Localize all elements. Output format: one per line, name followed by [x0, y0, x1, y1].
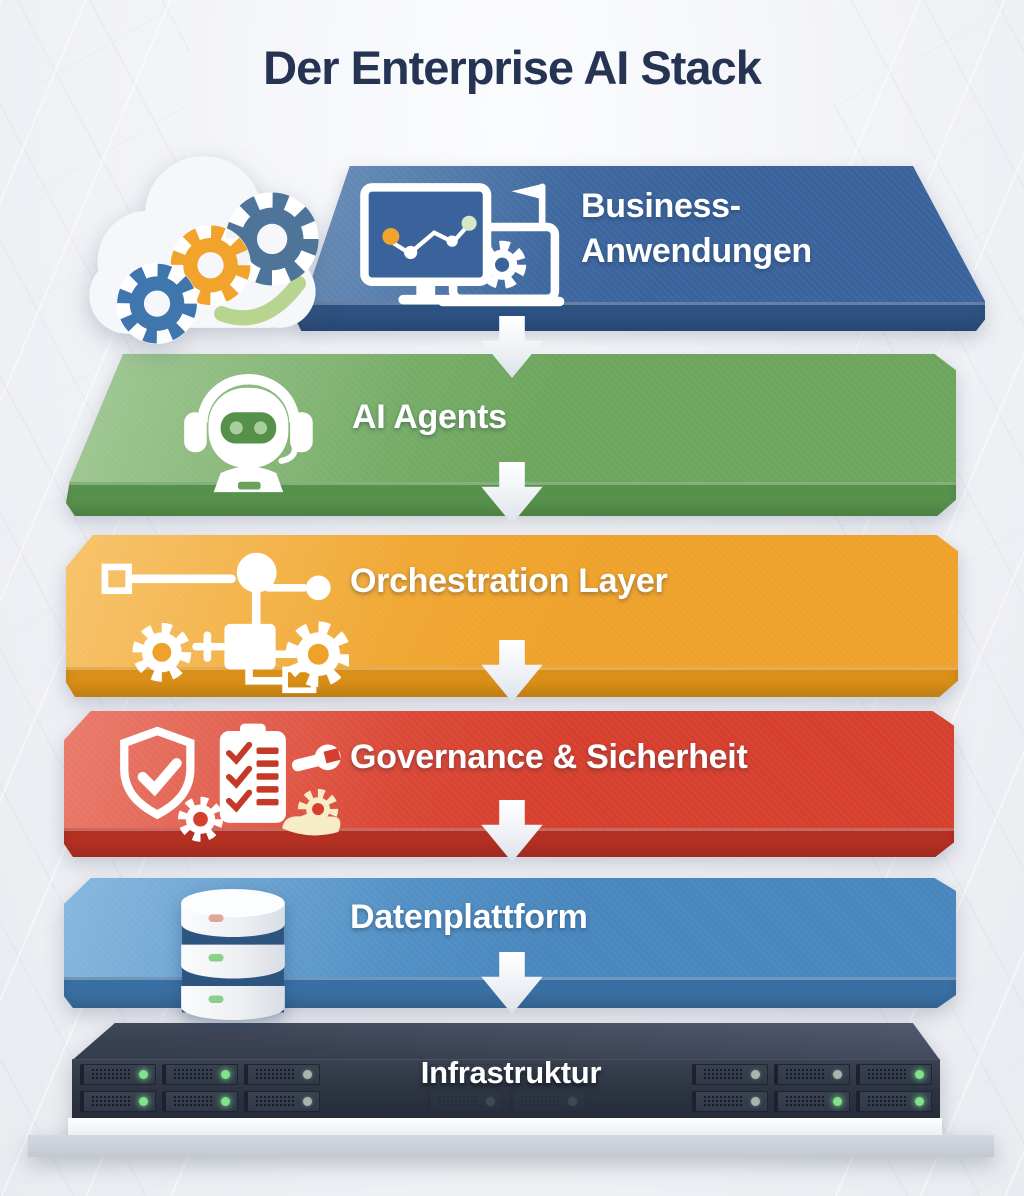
drive-vents	[520, 1095, 560, 1108]
drive-bay-group-ghost	[427, 1064, 585, 1085]
drive-led	[303, 1097, 312, 1106]
server-drive-bay	[509, 1064, 585, 1085]
drive-led	[139, 1097, 148, 1106]
layer-label: Business- Anwendungen	[581, 184, 812, 274]
label-line: Business-	[581, 187, 741, 225]
drive-led	[751, 1070, 760, 1079]
drive-led	[833, 1070, 842, 1079]
layer-label: Orchestration Layer	[350, 562, 668, 600]
drive-led	[486, 1070, 495, 1079]
database-icon	[181, 888, 285, 1020]
layer-label: Infrastruktur	[420, 1055, 602, 1090]
drive-vents	[785, 1068, 825, 1081]
server-drive-bay	[80, 1064, 156, 1085]
drive-led	[915, 1097, 924, 1106]
server-drive-bay	[427, 1091, 503, 1112]
cloud-gears-icon	[89, 156, 319, 344]
server-base-white	[68, 1118, 942, 1135]
drive-vents	[255, 1095, 295, 1108]
server-drive-bay	[80, 1091, 156, 1112]
layer-label: AI Agents	[352, 398, 507, 436]
server-drive-bay	[856, 1064, 932, 1085]
drive-bay-group	[692, 1091, 932, 1112]
layer-business-anwendungen: Business- Anwendungen	[293, 166, 985, 331]
drive-led	[751, 1097, 760, 1106]
server-drive-bay	[774, 1091, 850, 1112]
drive-led	[486, 1097, 495, 1106]
workflow-gears-icon	[101, 552, 349, 694]
drive-led	[915, 1070, 924, 1079]
page-title: Der Enterprise AI Stack	[263, 41, 762, 94]
drive-vents	[91, 1068, 131, 1081]
layer-label: Governance & Sicherheit	[350, 738, 748, 776]
layer-infrastruktur-server-rack: Infrastruktur	[28, 1023, 994, 1157]
server-drive-bay	[244, 1064, 320, 1085]
drive-led	[303, 1070, 312, 1079]
drive-led	[833, 1097, 842, 1106]
server-drive-bay	[162, 1091, 238, 1112]
drive-led	[221, 1097, 230, 1106]
drive-led	[568, 1070, 577, 1079]
server-drive-bay	[509, 1091, 585, 1112]
layer-label: Datenplattform	[350, 898, 588, 936]
server-drive-bay	[856, 1091, 932, 1112]
drive-bay-group	[80, 1064, 320, 1085]
label-line: Anwendungen	[581, 232, 812, 270]
drive-vents	[785, 1095, 825, 1108]
server-drive-bay	[244, 1091, 320, 1112]
drive-vents	[703, 1068, 743, 1081]
server-drive-row	[72, 1090, 940, 1113]
drive-bay-group	[80, 1091, 320, 1112]
drive-vents	[91, 1095, 131, 1108]
server-drive-bay	[692, 1091, 768, 1112]
server-drive-bay	[774, 1064, 850, 1085]
shield-checklist-icon	[120, 723, 341, 842]
server-drive-bay	[692, 1064, 768, 1085]
drive-vents	[867, 1095, 907, 1108]
server-top-face	[72, 1023, 940, 1060]
drive-vents	[173, 1068, 213, 1081]
drive-vents	[520, 1068, 560, 1081]
drive-bay-group-ghost	[427, 1091, 585, 1112]
drive-led	[139, 1070, 148, 1079]
server-front-face	[72, 1059, 940, 1118]
server-base-gray	[28, 1135, 994, 1157]
drive-vents	[173, 1095, 213, 1108]
drive-vents	[438, 1068, 478, 1081]
server-drive-row	[72, 1063, 940, 1086]
drive-vents	[867, 1068, 907, 1081]
drive-vents	[255, 1068, 295, 1081]
drive-vents	[438, 1095, 478, 1108]
monitor-laptop-gear-icon	[360, 183, 565, 307]
drive-led	[221, 1070, 230, 1079]
layer-orchestration: Orchestration Layer	[66, 535, 958, 697]
drive-led	[568, 1097, 577, 1106]
drive-vents	[703, 1095, 743, 1108]
server-drive-bay	[162, 1064, 238, 1085]
layer-edge	[296, 302, 985, 331]
robot-headset-icon	[184, 374, 313, 493]
server-drive-bay	[427, 1064, 503, 1085]
drive-bay-group	[692, 1064, 932, 1085]
